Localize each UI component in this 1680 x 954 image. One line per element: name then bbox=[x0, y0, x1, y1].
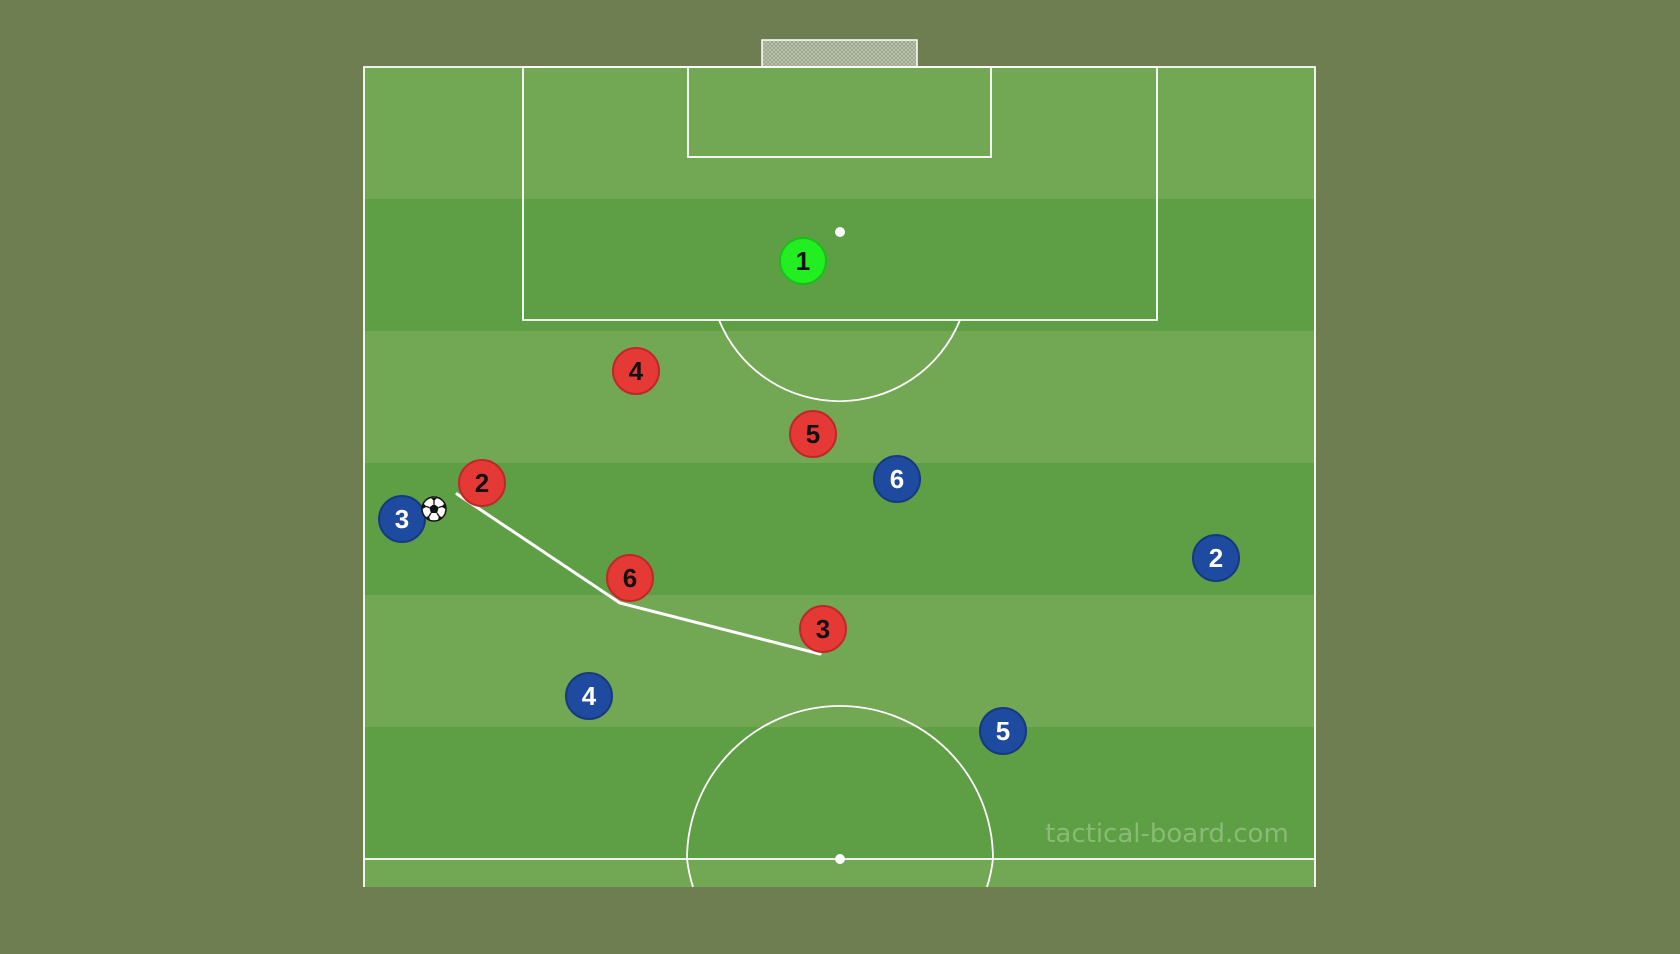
goal-area bbox=[687, 66, 992, 158]
pitch-stripe bbox=[364, 727, 1315, 859]
player-number: 5 bbox=[806, 419, 820, 449]
watermark-text: tactical-board.com bbox=[1045, 819, 1289, 849]
player-number: 2 bbox=[475, 468, 489, 498]
player-number: 1 bbox=[796, 246, 810, 276]
pitch bbox=[364, 67, 1315, 887]
player-red-6[interactable]: 6 bbox=[606, 554, 654, 602]
player-token bbox=[799, 605, 847, 653]
player-blue-4[interactable]: 4 bbox=[565, 672, 613, 720]
player-number: 2 bbox=[1209, 543, 1223, 573]
player-token bbox=[458, 459, 506, 507]
player-red-2[interactable]: 2 bbox=[458, 459, 506, 507]
ball-icon[interactable] bbox=[421, 496, 447, 522]
center-circle bbox=[686, 705, 994, 888]
pitch-markings bbox=[363, 66, 1316, 888]
player-number: 3 bbox=[816, 614, 830, 644]
player-token bbox=[606, 554, 654, 602]
player-token bbox=[612, 347, 660, 395]
player-number: 6 bbox=[623, 563, 637, 593]
player-number: 4 bbox=[582, 681, 597, 711]
center-spot bbox=[835, 854, 845, 864]
player-token bbox=[789, 410, 837, 458]
pitch-stripe bbox=[364, 67, 1315, 199]
player-red-3[interactable]: 3 bbox=[799, 605, 847, 653]
pitch-stripe bbox=[364, 463, 1315, 595]
player-token bbox=[565, 672, 613, 720]
player-number: 6 bbox=[890, 464, 904, 494]
player-number: 5 bbox=[996, 716, 1010, 746]
player-token bbox=[1192, 534, 1240, 582]
goal-net bbox=[761, 39, 918, 68]
player-token bbox=[378, 495, 426, 543]
player-number: 4 bbox=[629, 356, 644, 386]
penalty-arc bbox=[718, 319, 961, 403]
player-number: 3 bbox=[395, 504, 409, 534]
movement-line bbox=[455, 492, 822, 656]
player-blue-2[interactable]: 2 bbox=[1192, 534, 1240, 582]
player-token bbox=[979, 707, 1027, 755]
player-token bbox=[779, 237, 827, 285]
player-blue-6[interactable]: 6 bbox=[873, 455, 921, 503]
player-gk-1[interactable]: 1 bbox=[779, 237, 827, 285]
player-red-4[interactable]: 4 bbox=[612, 347, 660, 395]
pitch-stripe bbox=[364, 199, 1315, 331]
player-blue-3[interactable]: 3 bbox=[378, 495, 426, 543]
penalty-spot bbox=[835, 227, 845, 237]
players-layer: 1 2 3 4 5 6 2 3 4 5 6 bbox=[378, 237, 1240, 755]
player-token bbox=[873, 455, 921, 503]
pitch-stripe bbox=[364, 331, 1315, 463]
player-blue-5[interactable]: 5 bbox=[979, 707, 1027, 755]
player-red-5[interactable]: 5 bbox=[789, 410, 837, 458]
